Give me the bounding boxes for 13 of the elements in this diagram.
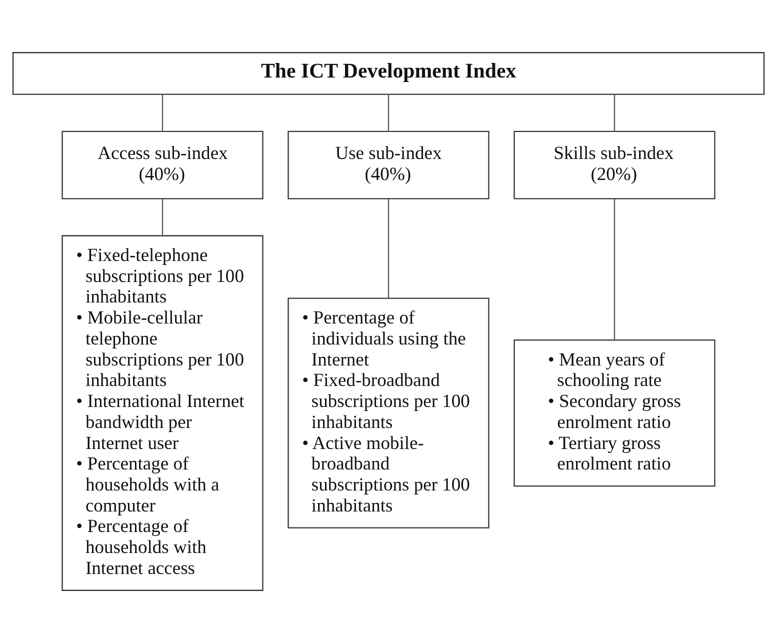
- node-box: • Fixed-telephone subscriptions per 100 inhabitants • Mobile-cellular telephone subscriptions per 100 inhabitants • International Internet bandwidth per Internet user • Percentage of households with a computer • Percentage of households with Internet access: [62, 234, 264, 590]
- node-box: • Percentage of individuals using the Internet • Fixed-broadband subscriptions per 100 inhabitants • Active mobile-broadband subscriptions per 100 inhabitants: [288, 297, 490, 528]
- node-box: Access sub-index (40%): [62, 130, 264, 199]
- connector: [162, 94, 164, 131]
- connector: [614, 198, 616, 340]
- node-box: • Mean years of schooling rate • Secondary gross enrolment ratio • Tertiary gross enrolment ratio: [514, 338, 716, 486]
- node-box: The ICT Development Index: [12, 52, 765, 94]
- node-box: Skills sub-index (20%): [514, 130, 716, 199]
- connector: [388, 94, 390, 131]
- connector: [162, 198, 164, 236]
- connector: [614, 94, 616, 131]
- connector: [388, 198, 390, 298]
- node-box: Use sub-index (40%): [288, 130, 490, 199]
